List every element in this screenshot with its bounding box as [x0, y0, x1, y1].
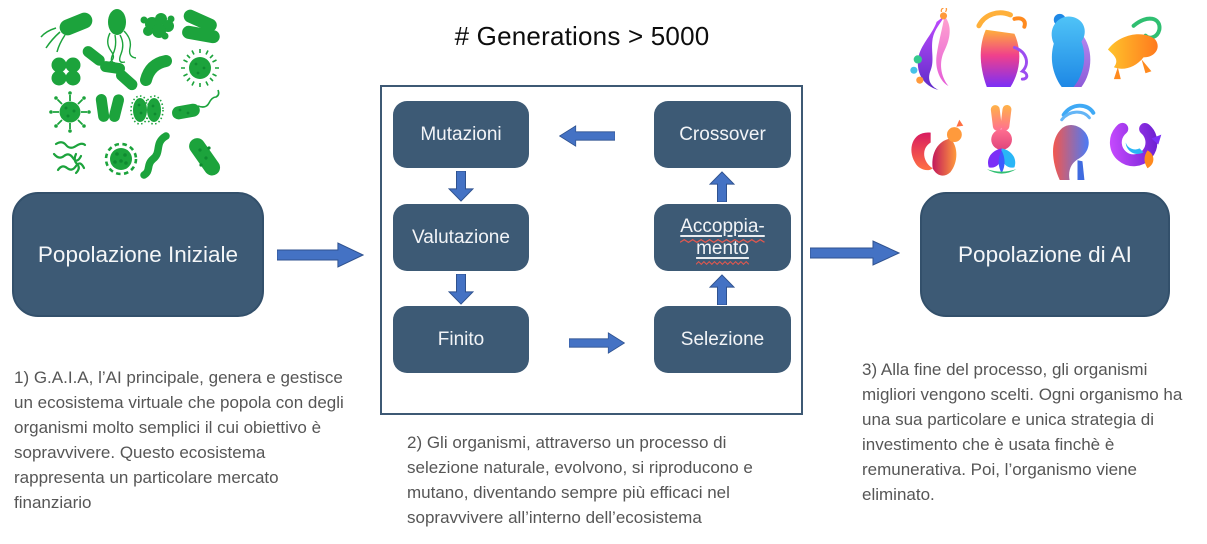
accoppiamento-line2: mento — [696, 238, 749, 265]
squirrel-icon — [911, 119, 964, 176]
accoppiamento-line1: Accoppia- — [680, 216, 765, 243]
microbes-illustration — [40, 9, 221, 179]
selezione-label: Selezione — [680, 328, 765, 350]
peacock-icon — [910, 8, 950, 91]
arrow-popiniziale-to-loop — [277, 242, 364, 268]
arrow-selezione-to-accoppiamento — [709, 274, 735, 305]
crossover-label: Crossover — [679, 123, 766, 145]
valutazione-label: Valutazione — [412, 226, 510, 248]
goat-icon — [1052, 103, 1095, 181]
popolazione-iniziale-label: Popolazione Iniziale — [37, 241, 239, 267]
flowbox-finito: Finito — [393, 306, 529, 373]
rabbit-icon — [987, 104, 1017, 174]
flowbox-accoppiamento: Accoppia- mento — [654, 204, 791, 271]
flowbox-crossover: Crossover — [654, 101, 791, 168]
swirl-bird-icon — [1109, 118, 1162, 169]
caption-step1: 1) G.A.I.A, l’AI principale, genera e ge… — [14, 368, 344, 512]
arrow-accoppiamento-to-crossover — [709, 171, 735, 202]
flowbox-selezione: Selezione — [654, 306, 791, 373]
bull-icon — [976, 10, 1029, 88]
flowbox-valutazione: Valutazione — [393, 204, 529, 271]
arrow-loop-to-popai — [810, 240, 900, 266]
ai-animal-logos — [903, 8, 1165, 184]
mutazioni-label: Mutazioni — [420, 123, 502, 145]
spellcheck-squiggle — [696, 260, 749, 265]
popolazione-ai-box: Popolazione di AI — [920, 192, 1170, 317]
microorganisms-image — [40, 2, 236, 186]
caption-step2: 2) Gli organismi, attraverso un processo… — [407, 433, 753, 527]
bear-icon — [1051, 13, 1090, 88]
generation-loop-frame: Mutazioni Valutazione Finito Crossover A… — [380, 85, 803, 415]
spellcheck-squiggle — [680, 238, 765, 243]
flowbox-mutazioni: Mutazioni — [393, 101, 529, 168]
arrow-crossover-to-mutazioni — [559, 125, 615, 147]
lion-icon — [1107, 16, 1162, 80]
popolazione-iniziale-box: Popolazione Iniziale — [12, 192, 264, 317]
finito-label: Finito — [437, 328, 485, 350]
popolazione-ai-label: Popolazione di AI — [958, 241, 1132, 267]
caption-step3: 3) Alla fine del processo, gli organismi… — [862, 360, 1183, 504]
arrow-finito-to-selezione — [569, 332, 625, 354]
arrow-mutazioni-to-valutazione — [448, 171, 474, 202]
arrow-valutazione-to-finito — [448, 274, 474, 305]
page-title: # Generations > 5000 — [454, 21, 710, 51]
